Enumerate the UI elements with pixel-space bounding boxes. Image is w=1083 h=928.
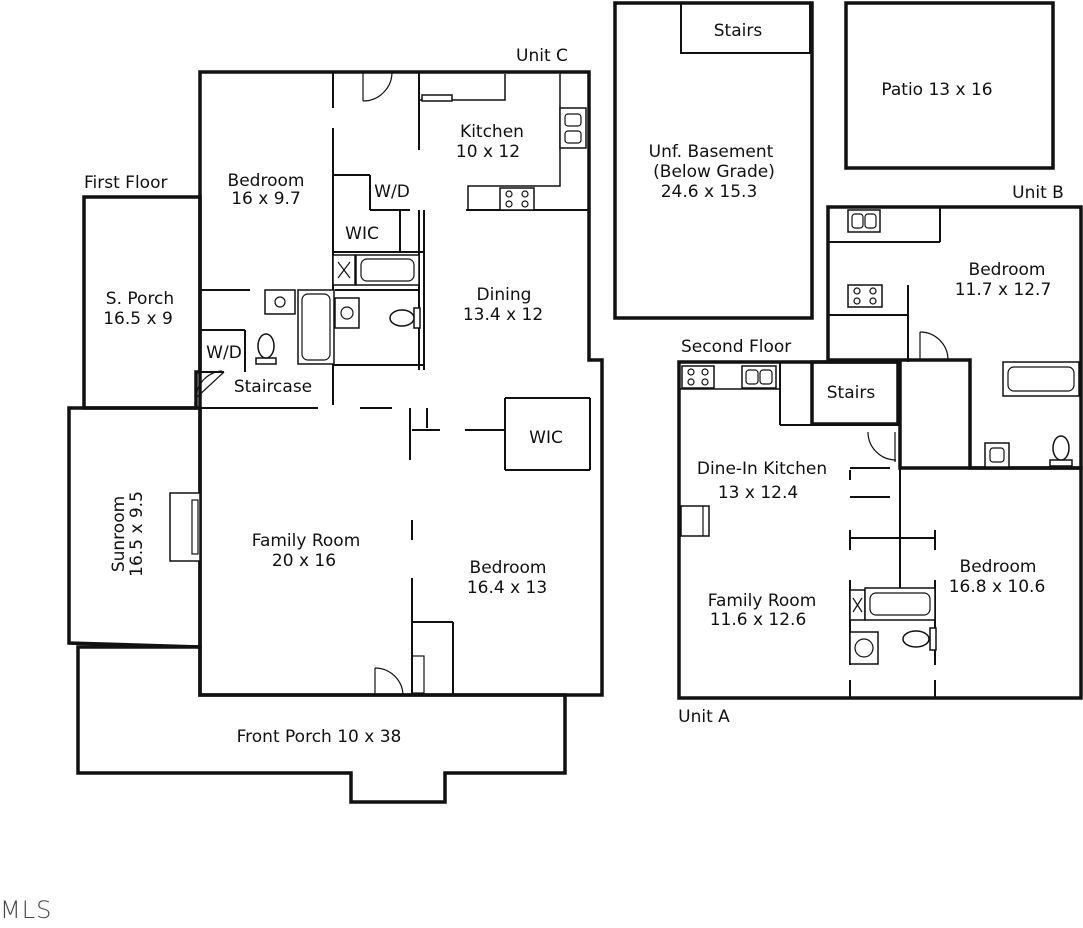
toilet-icon [255, 333, 277, 365]
s-porch-name: S. Porch [106, 289, 174, 309]
fireplace-icon [169, 492, 201, 562]
stove-icon [847, 284, 883, 308]
unit-c-label: Unit C [516, 46, 568, 66]
second-floor-label: Second Floor [681, 337, 791, 357]
unit-a-label: Unit A [678, 707, 730, 727]
wic-lower-label: WIC [529, 428, 563, 448]
stairs-label: Stairs [827, 383, 876, 403]
door-swing-icon [195, 71, 425, 696]
mls-watermark: MLS [0, 896, 53, 924]
bedroom-nw-size: 16 x 9.7 [231, 189, 301, 209]
kitchen-size: 10 x 12 [456, 142, 520, 162]
first-floor-label: First Floor [84, 173, 167, 193]
front-porch-label: Front Porch 10 x 38 [237, 727, 402, 747]
basement-plan: Stairs Unf. Basement (Below Grade) 24.6 … [613, 1, 814, 320]
bath-fixtures [255, 254, 421, 365]
first-floor-outline [198, 70, 604, 697]
unit-b-outline [826, 205, 1083, 470]
bathtub-icon [297, 289, 335, 365]
stairs-box [810, 360, 900, 426]
dine-in-kitchen-size: 13 x 12.4 [718, 483, 798, 503]
sink-icon [741, 365, 777, 389]
dining-size: 13.4 x 12 [463, 305, 543, 325]
basement-stairs-box [680, 2, 811, 54]
staircase-label: Staircase [234, 377, 312, 397]
basement-size: 24.6 x 15.3 [661, 182, 758, 202]
unit-b-fixtures [847, 209, 1080, 468]
kitchen-fixtures [419, 72, 587, 211]
toilet-icon [902, 627, 937, 651]
second-floor-plan: Second Floor Unit B Unit A Bedroom 11.7 … [677, 183, 1083, 727]
dine-in-kitchen-name: Dine-In Kitchen [697, 459, 827, 479]
second-floor-interior-walls [779, 207, 971, 698]
sink-icon [264, 289, 296, 315]
s-porch-size: 16.5 x 9 [103, 309, 173, 329]
bedroom-nw-name: Bedroom [228, 171, 305, 191]
first-floor-plan: First Floor Unit C Bedroom 16 x 9.7 Kitc… [67, 46, 604, 804]
bedroom-se-name: Bedroom [470, 558, 547, 578]
front-porch-outline [76, 645, 567, 804]
basement-note: (Below Grade) [653, 162, 775, 182]
basement-name: Unf. Basement [649, 142, 774, 162]
unit-b-label: Unit B [1012, 183, 1064, 203]
unit-a-outline [677, 360, 1083, 700]
kitchen-name: Kitchen [460, 122, 524, 142]
sink-icon [984, 442, 1010, 468]
bedroom-b-name: Bedroom [969, 260, 1046, 280]
dining-name: Dining [477, 285, 532, 305]
bathtub-icon [1002, 361, 1080, 397]
bedroom-b-size: 11.7 x 12.7 [955, 280, 1052, 300]
toilet-icon [1049, 435, 1073, 467]
bedroom-a-name: Bedroom [960, 557, 1037, 577]
sunroom-size: 16.5 x 9.5 [127, 491, 147, 577]
wd-lower-label: W/D [206, 343, 242, 363]
sunroom-name: Sunroom [109, 496, 129, 572]
family-room-2-name: Family Room [708, 591, 817, 611]
wic-upper-label: WIC [345, 224, 379, 244]
stove-icon [681, 365, 715, 389]
refrigerator-icon [680, 505, 710, 537]
family-room-name: Family Room [252, 531, 361, 551]
wd-upper-label: W/D [374, 182, 410, 202]
unit-a-fixtures [679, 365, 937, 665]
patio-outline [844, 1, 1055, 170]
basement-stairs-label: Stairs [714, 21, 763, 41]
sink-icon [334, 297, 360, 329]
patio-label: Patio 13 x 16 [881, 80, 992, 100]
patio-plan: Patio 13 x 16 [844, 1, 1055, 170]
family-room-size: 20 x 16 [272, 551, 336, 571]
door-swing-icon [867, 331, 949, 462]
toilet-icon [389, 307, 421, 329]
bedroom-se-size: 16.4 x 13 [467, 578, 547, 598]
stove-icon [499, 187, 535, 211]
sink-icon [849, 631, 879, 665]
bathtub-icon [355, 254, 420, 286]
sink-icon [559, 107, 587, 149]
bedroom-a-size: 16.8 x 10.6 [949, 577, 1046, 597]
family-room-2-size: 11.6 x 12.6 [710, 610, 807, 630]
sink-icon [847, 209, 881, 233]
